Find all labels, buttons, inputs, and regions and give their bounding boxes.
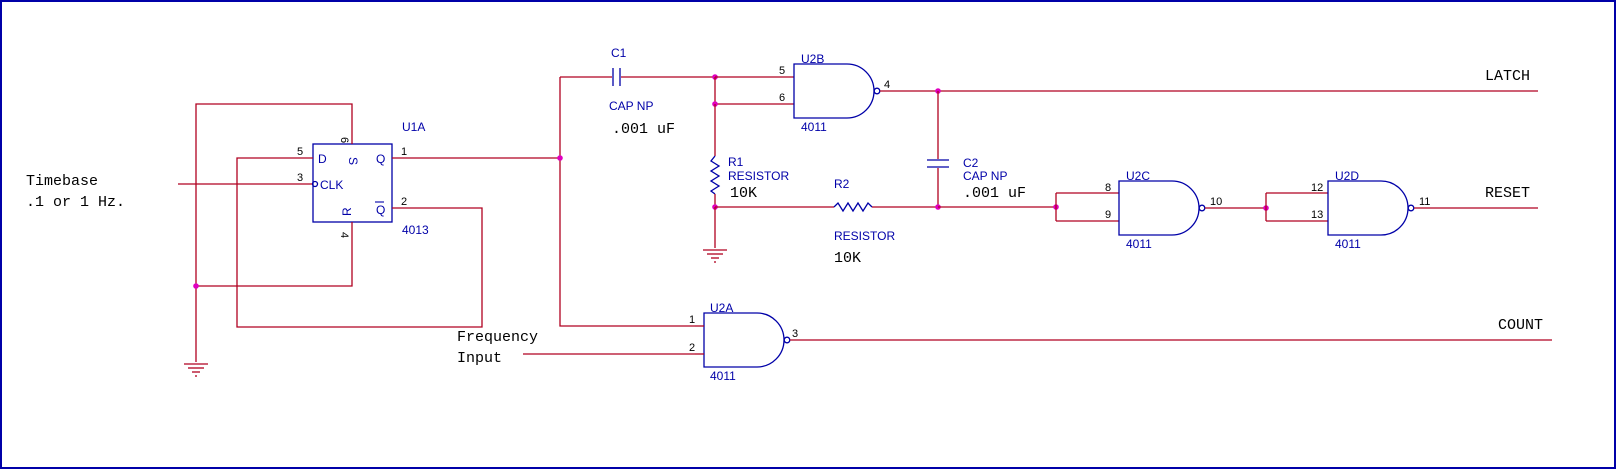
u2d-nand-gate[interactable]: 12 13 11 U2D 4011 bbox=[1311, 169, 1445, 251]
c2-value: .001 uF bbox=[963, 185, 1026, 202]
u2d-pin13: 13 bbox=[1311, 209, 1323, 221]
u1a-pin-r-label: R bbox=[340, 207, 354, 216]
node-r1-bottom bbox=[712, 204, 834, 248]
c2-type: CAP NP bbox=[963, 169, 1007, 183]
node-c2-r2 bbox=[935, 192, 1119, 222]
r1-resistor[interactable]: R1 RESISTOR 10K bbox=[709, 155, 789, 207]
r2-resistor[interactable]: R2 RESISTOR 10K bbox=[833, 177, 938, 267]
u2d-pin11: 11 bbox=[1419, 196, 1430, 208]
u2d-pin12: 12 bbox=[1311, 182, 1323, 194]
u1a-flipflop[interactable]: D S Q CLK R Q 5 3 6 4 1 2 U1A 4013 bbox=[291, 120, 430, 240]
u2b-nand-gate[interactable]: 5 6 4 U2B 4011 bbox=[779, 52, 912, 134]
u1a-pin-d-label: D bbox=[318, 152, 327, 166]
u2a-part: 4011 bbox=[710, 369, 736, 383]
u1a-pin-s-label: S bbox=[346, 157, 360, 165]
u2a-pin2: 2 bbox=[689, 342, 695, 354]
u2b-ref: U2B bbox=[801, 52, 824, 66]
u1a-ref: U1A bbox=[402, 120, 425, 134]
ground-symbol-2 bbox=[703, 249, 727, 263]
r2-ref: R2 bbox=[834, 177, 850, 191]
u2a-nand-gate[interactable]: 1 2 3 U2A 4011 bbox=[689, 301, 820, 383]
frequency-input-label-line1: Frequency bbox=[457, 329, 538, 346]
u2c-nand-gate[interactable]: 8 9 10 U2C 4011 bbox=[1105, 169, 1236, 251]
u2c-pin9: 9 bbox=[1105, 209, 1111, 221]
u2c-part: 4011 bbox=[1126, 237, 1152, 251]
u1a-pin2: 2 bbox=[401, 196, 407, 208]
u1a-part: 4013 bbox=[402, 223, 429, 237]
c1-ref: C1 bbox=[611, 46, 627, 60]
count-net bbox=[523, 339, 1552, 355]
r1-value: 10K bbox=[730, 185, 757, 202]
r2-value: 10K bbox=[834, 250, 861, 267]
u2d-ref: U2D bbox=[1335, 169, 1359, 183]
u2a-ref: U2A bbox=[710, 301, 733, 315]
u1a-pin6: 6 bbox=[338, 137, 350, 143]
c2-ref: C2 bbox=[963, 156, 979, 170]
u1a-pin1: 1 bbox=[401, 146, 407, 158]
reset-label: RESET bbox=[1485, 185, 1530, 202]
u1a-pin3: 3 bbox=[297, 172, 303, 184]
latch-label: LATCH bbox=[1485, 68, 1530, 85]
u1a-wiring bbox=[178, 103, 560, 362]
u1a-pin5: 5 bbox=[297, 146, 303, 158]
count-label: COUNT bbox=[1498, 317, 1543, 334]
c1-value: .001 uF bbox=[612, 121, 675, 138]
r1-type: RESISTOR bbox=[728, 169, 789, 183]
u2a-pin3: 3 bbox=[792, 328, 798, 340]
latch-net bbox=[912, 88, 1538, 159]
u2b-pin6: 6 bbox=[779, 92, 785, 104]
c1-capacitor[interactable]: C1 CAP NP .001 uF bbox=[560, 46, 715, 138]
frequency-input-label-line2: Input bbox=[457, 350, 502, 367]
u2c-ref: U2C bbox=[1126, 169, 1150, 183]
u2a-pin1: 1 bbox=[689, 314, 695, 326]
u2d-part: 4011 bbox=[1335, 237, 1361, 251]
node-c1-r1 bbox=[712, 74, 794, 156]
u1a-pin4: 4 bbox=[338, 232, 350, 238]
u1a-pin-qbar-label: Q bbox=[376, 203, 385, 217]
node-u2c-u2d bbox=[1236, 192, 1328, 222]
u2b-pin4: 4 bbox=[884, 79, 890, 91]
u2c-pin10: 10 bbox=[1210, 196, 1222, 208]
node-q-out bbox=[557, 77, 695, 327]
timebase-label-line1: Timebase bbox=[26, 173, 98, 190]
ground-symbol-1 bbox=[184, 363, 208, 377]
timebase-label-line2: .1 or 1 Hz. bbox=[26, 194, 125, 211]
u2b-part: 4011 bbox=[801, 120, 827, 134]
c1-type: CAP NP bbox=[609, 99, 653, 113]
u1a-pin-q-label: Q bbox=[376, 152, 385, 166]
r2-type: RESISTOR bbox=[834, 229, 895, 243]
c2-capacitor[interactable]: C2 CAP NP .001 uF bbox=[927, 156, 1026, 207]
u1a-clk-bubble bbox=[311, 180, 319, 188]
r1-ref: R1 bbox=[728, 155, 744, 169]
u1a-pin-clk-label: CLK bbox=[320, 178, 343, 192]
u2c-pin8: 8 bbox=[1105, 182, 1111, 194]
u2b-pin5: 5 bbox=[779, 65, 785, 77]
